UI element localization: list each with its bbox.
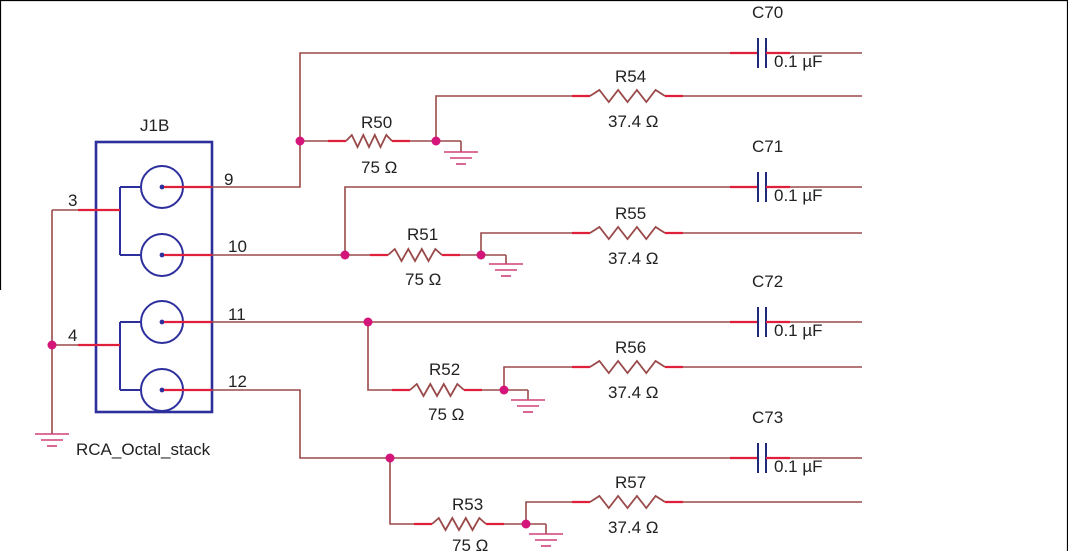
resistor-r50: R50 75 Ω [328,113,410,177]
ground-symbol [511,399,545,413]
rca-jack [120,368,212,412]
wire [212,389,730,459]
capacitor-value: 0.1 µF [774,52,823,71]
junction-dot [47,340,57,350]
capacitor-value: 0.1 µF [774,321,823,340]
junction-dot [521,519,531,529]
pin-label-3: 3 [68,191,77,210]
capacitor-c72: C72 0.1 µF [730,272,823,340]
resistor-r56: R56 37.4 Ω [572,338,683,402]
resistor-ref: R52 [429,360,460,379]
resistor-zigzag [589,88,666,104]
wire [389,458,414,525]
ground-symbol [444,151,478,165]
pin-label-9: 9 [224,170,233,189]
resistor-ref: R56 [615,338,646,357]
resistor-value: 75 Ω [428,405,464,424]
resistor-zigzag [431,516,487,532]
resistor-r57: R57 37.4 Ω [572,473,683,537]
resistor-ref: R54 [615,67,646,86]
resistor-ref: R51 [407,225,438,244]
connector-part: RCA_Octal_stack [76,440,211,459]
resistor-ref: R57 [615,473,646,492]
junction-dot [363,317,373,327]
wiring [212,52,862,534]
resistor-ref: R55 [615,204,646,223]
jack-center-pin [159,319,165,325]
capacitor-c73: C73 0.1 µF [730,408,823,476]
junction-dot [340,250,350,260]
pin-label-11: 11 [228,305,246,324]
pin-label-4: 4 [68,326,77,345]
capacitor-c70: C70 0.1 µF [730,3,823,71]
ground-symbol [529,533,563,547]
rca-jack [120,165,212,209]
resistor-value: 37.4 Ω [608,249,659,268]
ground-symbol [35,433,69,447]
resistor-ref: R53 [452,495,483,514]
jack-center-pin [159,252,165,258]
rca-jack [120,233,212,277]
resistor-value: 75 Ω [361,158,397,177]
wire [525,501,572,524]
resistor-zigzag [387,247,443,263]
resistor-r55: R55 37.4 Ω [572,204,683,268]
ground-symbol [489,263,523,277]
connector-body [94,140,214,414]
wire [480,232,572,255]
junction-dot [431,136,441,146]
jack-center-pin [159,387,165,393]
capacitor-ref: C70 [752,3,783,22]
resistor-value: 75 Ω [452,536,488,551]
capacitor-value: 0.1 µF [774,186,823,205]
resistor-r54: R54 37.4 Ω [572,67,683,131]
resistor-ref: R50 [361,113,392,132]
resistor-value: 37.4 Ω [608,518,659,537]
capacitor-value: 0.1 µF [774,457,823,476]
resistor-zigzag [589,494,666,510]
wire [344,186,730,255]
resistor-value: 75 Ω [405,270,441,289]
resistor-r53: R53 75 Ω [414,495,504,551]
resistor-zigzag [409,382,465,398]
capacitor-ref: C71 [752,137,783,156]
wire [435,95,572,141]
connector-ref: J1B [140,116,169,135]
junction-dot [499,385,509,395]
resistor-zigzag [589,225,666,241]
capacitor-ref: C72 [752,272,783,291]
junction-dot [385,453,395,463]
junction-dot [295,136,305,146]
capacitor-c71: C71 0.1 µF [730,137,823,205]
resistor-zigzag [345,132,393,150]
junction-dot [476,250,486,260]
resistor-value: 37.4 Ω [608,383,659,402]
shield-net [47,209,78,434]
jack-center-pin [159,184,165,190]
pin-label-12: 12 [228,372,247,391]
capacitor-ref: C73 [752,408,783,427]
junctions [295,136,531,529]
wire [503,366,572,390]
resistor-r51: R51 75 Ω [370,225,460,289]
rca-jack [120,300,212,344]
wire [212,52,730,188]
pin-label-10: 10 [228,237,247,256]
resistor-zigzag [589,359,666,375]
wire [367,322,392,391]
connector-j1b: J1B RCA_Octal_stack 3 4 9 10 11 12 [68,116,247,459]
resistor-r52: R52 75 Ω [392,360,482,424]
resistor-value: 37.4 Ω [608,112,659,131]
